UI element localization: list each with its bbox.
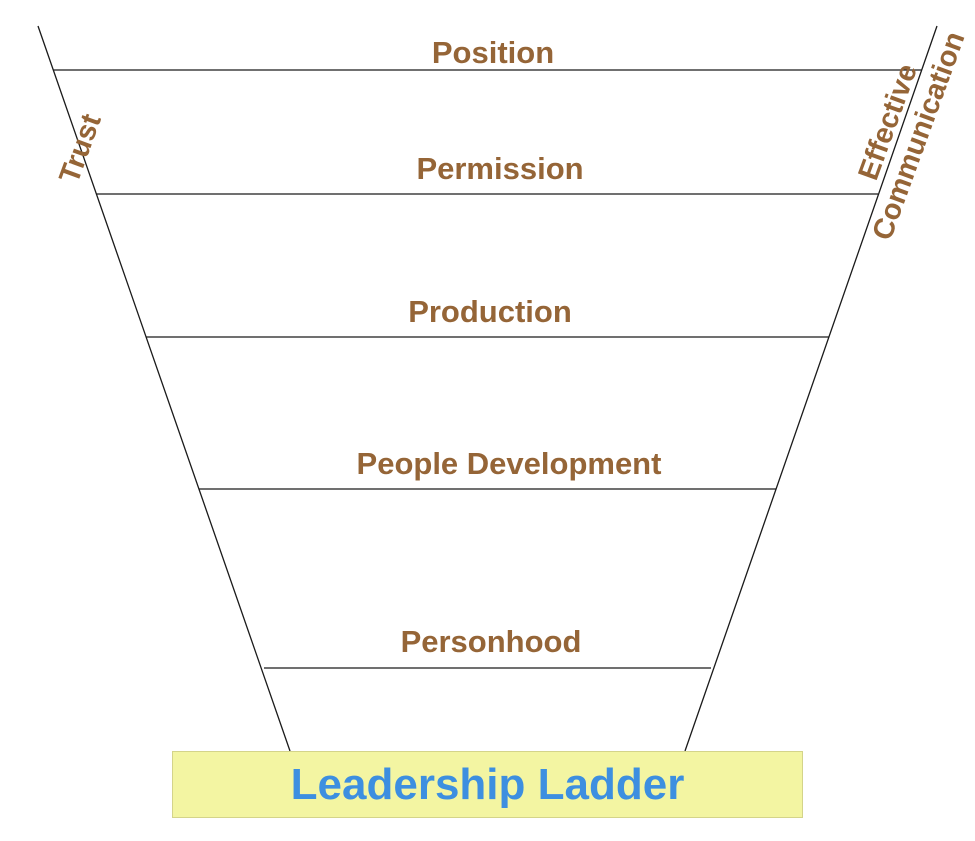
rung-label-personhood: Personhood <box>401 624 582 659</box>
rung-label-people-development: People Development <box>357 446 662 481</box>
rung-label-production: Production <box>408 294 572 329</box>
ladder-right-rail <box>684 25 938 752</box>
rung-label-permission: Permission <box>416 151 583 186</box>
ladder-left-rail <box>37 25 291 752</box>
title-banner: Leadership Ladder <box>172 751 803 818</box>
diagram-title: Leadership Ladder <box>290 759 685 809</box>
side-label-trust: Trust <box>54 110 108 188</box>
rung-label-position: Position <box>432 35 554 70</box>
